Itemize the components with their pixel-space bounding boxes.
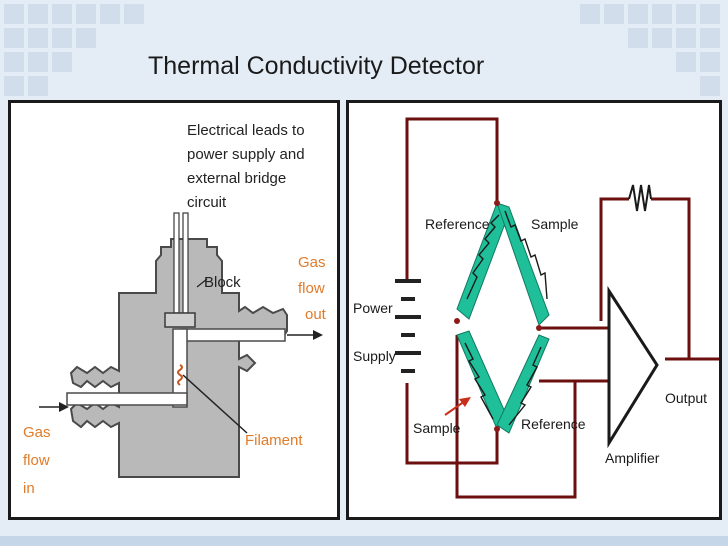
feedback-resistor — [628, 184, 652, 212]
reference-top-label: Reference — [425, 216, 490, 232]
block-leader-line — [196, 278, 208, 288]
gas-out-label-line1: Gas — [298, 254, 326, 271]
filament-label: Filament — [245, 432, 303, 449]
leads-label-line1: Electrical leads to — [187, 122, 305, 139]
resistor-sample-top — [496, 202, 550, 326]
gas-in-label-line2: flow — [23, 452, 50, 469]
gas-in-label-line3: in — [23, 480, 35, 497]
sample-bottom-label: Sample — [413, 420, 461, 436]
electrical-lead — [182, 212, 189, 314]
circuit-wire-feedback-right — [651, 197, 691, 361]
gas-out-arrowhead — [313, 330, 323, 340]
resistor-sample-bottom — [456, 330, 510, 430]
leads-label-line4: circuit — [187, 194, 227, 211]
sample-pointer-arrowhead — [459, 397, 471, 407]
resistor-zigzags — [464, 210, 548, 426]
bridge-nodes — [454, 200, 542, 432]
leads-label-line2: power supply and — [187, 146, 305, 163]
sample-pointer-line — [444, 400, 466, 416]
amplifier-triangle — [607, 285, 659, 449]
slide-footer-bar — [0, 536, 728, 546]
gas-out-label-line2: flow — [298, 280, 325, 297]
power-supply-battery — [395, 279, 421, 373]
block-label: Block — [204, 274, 241, 291]
gas-outlet-channel — [180, 328, 286, 342]
sample-top-label: Sample — [531, 216, 579, 232]
gas-inlet-channel — [66, 392, 188, 406]
detector-cross-section-diagram: Electrical leads to power supply and ext… — [23, 122, 327, 497]
circuit-wire-feedback — [599, 197, 629, 321]
lead-seal — [164, 312, 196, 328]
output-label: Output — [665, 390, 707, 406]
gas-in-label-line1: Gas — [23, 424, 51, 441]
circuit-wire-left-to-ground — [455, 335, 577, 499]
slide-title: Thermal Conductivity Detector — [148, 52, 485, 80]
amplifier-label: Amplifier — [605, 450, 660, 466]
circuit-wire-bottom — [405, 383, 499, 465]
leads-label-line3: external bridge — [187, 170, 286, 187]
detector-cavity — [172, 328, 188, 408]
power-supply-label-line1: Power — [353, 300, 393, 316]
power-supply-label-line2: Supply — [353, 348, 396, 364]
bridge-resistors — [456, 202, 550, 434]
filament-leader-line — [182, 374, 248, 434]
gas-out-label-line3: out — [305, 306, 327, 323]
circuit-wire-top — [405, 117, 499, 279]
filament-coil — [177, 364, 183, 386]
detector-cross-section-panel: Electrical leads to power supply and ext… — [8, 100, 340, 520]
reference-bottom-label: Reference — [521, 416, 586, 432]
bridge-circuit-panel: Reference Sample Power Supply Sample Ref… — [346, 100, 722, 520]
electrical-lead — [173, 212, 180, 314]
bridge-circuit-diagram: Reference Sample Power Supply Sample Ref… — [353, 117, 719, 499]
gas-in-arrowhead — [59, 402, 69, 412]
